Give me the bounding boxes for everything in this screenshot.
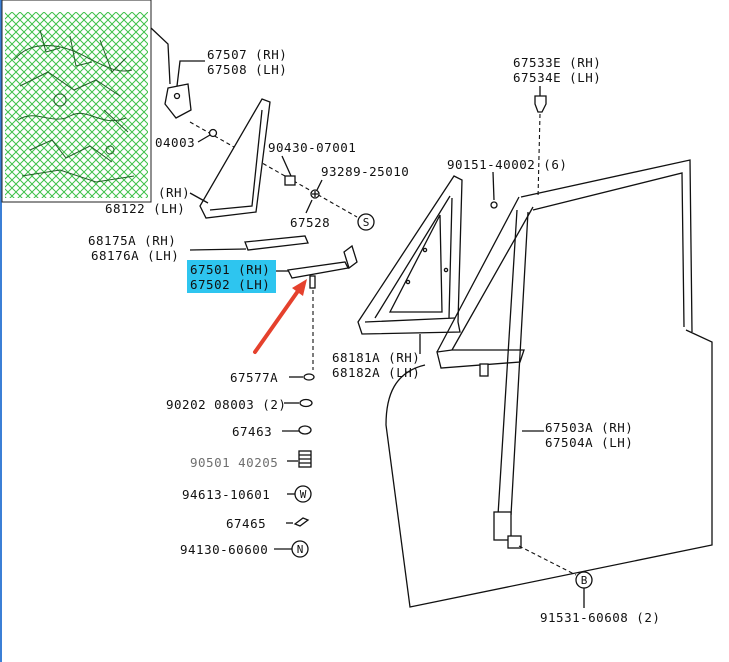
callout-67503[interactable]: 67503A (RH) 67504A (LH) — [545, 420, 633, 450]
callout-67501-rh: 67501 (RH) — [190, 262, 271, 277]
callout-94613[interactable]: 94613-10601 — [182, 487, 271, 502]
callout-67507-lh: 67508 (LH) — [207, 62, 288, 77]
part-68181-corner-frame — [357, 175, 463, 335]
part-90430-clip — [284, 175, 296, 186]
callout-90430[interactable]: 90430-07001 — [268, 140, 357, 155]
callout-68181-lh: 68182A (LH) — [332, 365, 421, 380]
callout-67501-lh: 67502 (LH) — [190, 277, 271, 292]
callout-04003[interactable]: 04003 — [155, 135, 196, 150]
leader-90151 — [492, 171, 495, 201]
callout-67533-rh: 67533E (RH) — [513, 55, 602, 70]
red-arrow-icon — [253, 279, 307, 354]
callout-67533[interactable]: 67533E (RH) 67534E (LH) — [513, 55, 601, 85]
inset-sketch — [13, 29, 135, 183]
part-67503-channel — [493, 209, 529, 549]
inset-thumbnail — [1, 0, 171, 203]
leader-04003 — [197, 134, 211, 143]
inset-leader-line — [150, 27, 171, 85]
part-90501-spring — [298, 450, 312, 468]
callout-68121-rh[interactable]: (RH) — [158, 185, 191, 200]
callout-68181[interactable]: 68181A (RH) 68182A (LH) — [332, 350, 420, 380]
part-67501-pin — [309, 275, 316, 289]
part-67577-grommet — [303, 373, 315, 381]
part-90202-washer — [299, 398, 313, 408]
marker-b: B — [575, 571, 593, 589]
callout-68121-lh[interactable]: 68122 (LH) — [105, 201, 186, 216]
callout-67501[interactable]: 67501 (RH) 67502 (LH) — [190, 262, 270, 292]
door-body-outline — [385, 329, 713, 608]
left-edge-line — [0, 0, 2, 662]
part-67463-bushing — [298, 425, 312, 435]
dashed-axis-b — [518, 545, 577, 576]
callout-68175-lh: 68176A (LH) — [91, 248, 180, 263]
part-67503-division-frame — [436, 196, 534, 377]
callout-67507[interactable]: 67507 (RH) 67508 (LH) — [207, 47, 287, 77]
callout-90202[interactable]: 90202 08003 (2) — [166, 397, 287, 412]
callout-67463[interactable]: 67463 — [232, 424, 273, 439]
part-67501-bracket — [343, 244, 358, 270]
marker-w-letter: W — [300, 488, 307, 501]
leader-67507 — [176, 60, 205, 87]
callout-68175-rh: 68175A (RH) — [88, 233, 177, 248]
callout-67465[interactable]: 67465 — [226, 516, 267, 531]
marker-s-letter: S — [363, 216, 370, 229]
part-67501-bar — [287, 261, 349, 279]
callout-68181-rh: 68181A (RH) — [332, 350, 421, 365]
part-90151-screw — [490, 201, 498, 209]
callout-67577[interactable]: 67577A — [230, 370, 279, 385]
marker-n: N — [291, 540, 309, 558]
part-67507-bracket — [164, 83, 192, 119]
part-68121-inner-edge — [209, 109, 263, 211]
callout-91531[interactable]: 91531-60608 (2) — [540, 610, 661, 625]
part-68175-bar — [244, 235, 309, 251]
window-frame-outer — [520, 159, 693, 333]
callout-67503-lh: 67504A (LH) — [545, 435, 634, 450]
part-67465-clip — [293, 517, 310, 527]
part-04003-nut — [208, 128, 218, 138]
callout-90501[interactable]: 90501 40205 — [190, 455, 279, 470]
dashed-axis-67533 — [537, 113, 541, 199]
callout-93289[interactable]: 93289-25010 — [321, 164, 410, 179]
callout-67503-rh: 67503A (RH) — [545, 420, 634, 435]
marker-n-letter: N — [297, 543, 304, 556]
callout-67533-lh: 67534E (LH) — [513, 70, 602, 85]
leader-67528 — [305, 199, 313, 214]
part-67533-bolt — [534, 95, 547, 113]
callout-67507-rh: 67507 (RH) — [207, 47, 288, 62]
window-frame-inner — [532, 172, 685, 328]
part-68121-quarter-glass — [199, 98, 271, 219]
leader-90430 — [281, 155, 292, 177]
part-67507-hole — [173, 92, 181, 100]
callout-94130[interactable]: 94130-60600 — [180, 542, 269, 557]
inset-hatch-area — [5, 12, 148, 198]
callout-67528[interactable]: 67528 — [290, 215, 331, 230]
callout-90151[interactable]: 90151-40002 (6) — [447, 157, 568, 172]
marker-s: S — [357, 213, 375, 231]
callout-highlight — [187, 260, 276, 293]
marker-b-letter: B — [581, 574, 588, 587]
leader-68121 — [189, 192, 209, 204]
part-93289-cross — [312, 191, 318, 197]
leader-93289 — [316, 179, 323, 191]
leader-68175 — [189, 248, 247, 251]
marker-w: W — [294, 485, 312, 503]
callout-68175[interactable]: 68175A (RH) 68176A (LH) — [88, 233, 179, 263]
